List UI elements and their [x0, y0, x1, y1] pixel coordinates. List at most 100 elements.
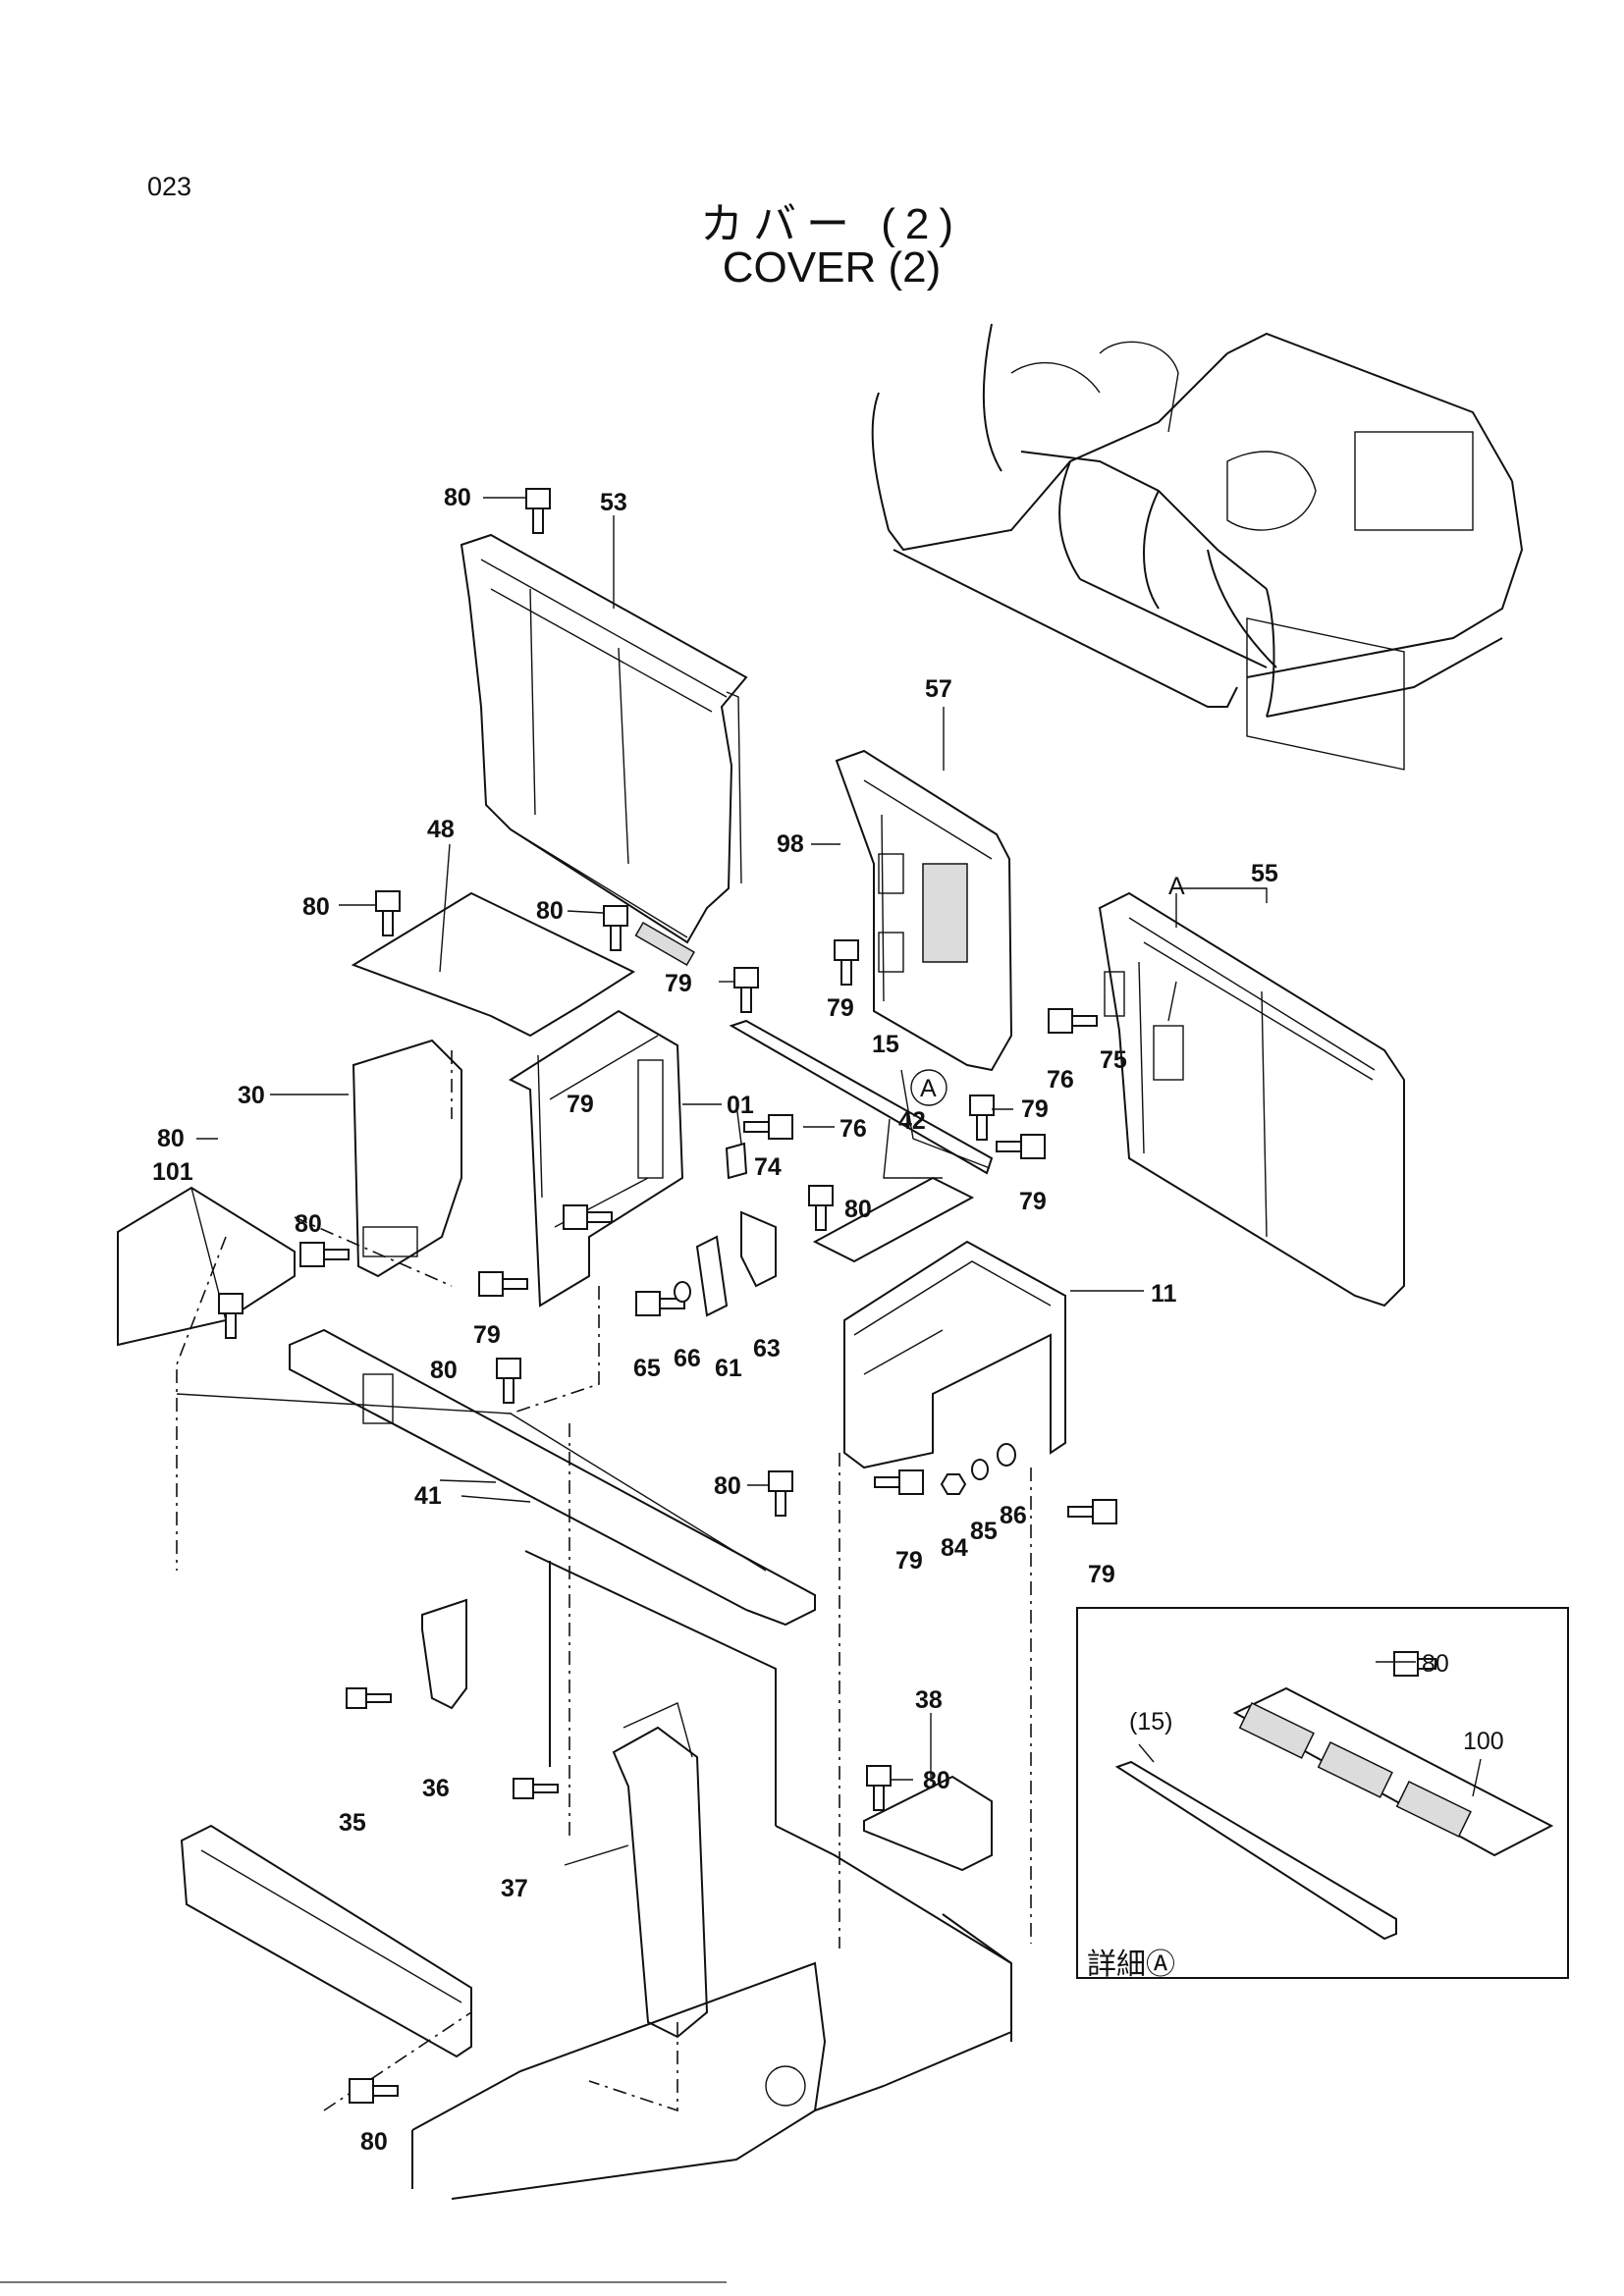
- callout-80: 80: [302, 893, 330, 921]
- callout-61: 61: [715, 1355, 742, 1382]
- bolt-79-11-top: [969, 1095, 995, 1141]
- bolt-79-57: [834, 939, 859, 986]
- part-53-top-cover: [460, 533, 748, 967]
- bolt-36: [346, 1687, 392, 1709]
- part-55-large-side-cover: [1098, 891, 1405, 1308]
- bolt-79-30: [478, 1271, 528, 1297]
- leader-lines: [196, 497, 1416, 1866]
- part-36-bracket: [421, 1598, 467, 1710]
- callout-80: 80: [295, 1210, 322, 1238]
- callout-80: 80: [360, 2128, 388, 2156]
- callout-38: 38: [915, 1686, 943, 1714]
- callout-30: 30: [238, 1082, 265, 1109]
- callout-37: 37: [501, 1875, 528, 1902]
- callout-79: 79: [1088, 1561, 1115, 1588]
- part-38-bracket: [863, 1775, 993, 1872]
- part-37-panel: [612, 1702, 709, 2039]
- callout-41: 41: [414, 1482, 442, 1510]
- callout-79: 79: [1019, 1188, 1047, 1215]
- bolt-80-41-left: [496, 1358, 521, 1404]
- washers-84-85-86: [674, 1281, 1016, 1495]
- bolt-79-15: [733, 967, 759, 1013]
- detail-marker-a: A: [910, 1069, 947, 1106]
- callout-80: 80: [430, 1357, 458, 1384]
- bolt-79-01: [563, 1204, 613, 1230]
- callout-86: 86: [1000, 1502, 1027, 1529]
- bolt-80-101: [218, 1293, 244, 1339]
- bolt-79-11-right: [996, 1134, 1046, 1159]
- callout-84: 84: [941, 1534, 968, 1562]
- part-61-bracket: [695, 1235, 729, 1317]
- bolt-79-11-lower-left: [874, 1469, 924, 1495]
- callout-80: 80: [923, 1767, 950, 1794]
- bolt-80-42: [808, 1185, 834, 1231]
- detail-a-box: [1076, 1607, 1569, 1979]
- page-title-japanese: カバー (2): [700, 200, 963, 248]
- callout-85: 85: [970, 1518, 998, 1545]
- callout-53: 53: [600, 489, 627, 516]
- part-48-plate: [351, 891, 636, 1038]
- callout-48: 48: [427, 816, 455, 843]
- part-35-base-frame: [180, 1824, 472, 2058]
- bolt-80-35: [349, 2078, 399, 2104]
- callout-57: 57: [925, 675, 952, 703]
- callout-01: 01: [727, 1092, 754, 1119]
- callout-79: 79: [1021, 1095, 1049, 1123]
- callout-80: 80: [536, 897, 564, 925]
- machine-overview-illustration: [871, 323, 1524, 771]
- footer-rule: [0, 2281, 727, 2283]
- page-title-english: COVER (2): [722, 243, 942, 292]
- callout-75: 75: [1100, 1046, 1127, 1074]
- bolt-80-detail: [1393, 1651, 1436, 1677]
- callout-80: 80: [714, 1472, 741, 1500]
- callout-80: 80: [444, 484, 471, 511]
- callout-80-detail: 80: [1422, 1650, 1449, 1678]
- callout-79: 79: [473, 1321, 501, 1349]
- callout-15: 15: [872, 1031, 899, 1058]
- callout-11: 11: [1151, 1280, 1177, 1308]
- part-30-bracket-plate: [352, 1039, 462, 1278]
- callout-79: 79: [567, 1091, 594, 1118]
- callout-100-detail: 100: [1463, 1728, 1504, 1755]
- bolt-79-11-lower-right: [1067, 1499, 1117, 1524]
- bolt-80-41-right: [768, 1470, 793, 1517]
- part-01-frame: [508, 1009, 684, 1308]
- callout-65: 65: [633, 1355, 661, 1382]
- bolt-80-top: [525, 488, 551, 534]
- bolt-76-01: [743, 1114, 793, 1140]
- callout-labels: 80 53 57 48 80 80 98 79 79 A 55 15 76 75…: [152, 484, 1504, 2156]
- detail-a-label: 詳細Ⓐ: [1087, 1949, 1175, 1981]
- callout-76: 76: [1047, 1066, 1074, 1094]
- callout-36: 36: [422, 1775, 450, 1802]
- callout-a-top: A: [1168, 873, 1185, 900]
- bolt-80-30: [299, 1242, 350, 1267]
- part-101-box: [117, 1186, 296, 1347]
- assembly-centerlines: [176, 1050, 1032, 2112]
- callout-66: 66: [674, 1345, 701, 1372]
- part-42-bracket: [812, 1176, 975, 1263]
- callout-74: 74: [754, 1153, 782, 1181]
- bolt-80-plate-left: [375, 890, 401, 936]
- callout-79: 79: [827, 994, 854, 1022]
- bolts: [218, 488, 1436, 2104]
- callout-42: 42: [898, 1107, 926, 1135]
- bolt-80-plate-right: [603, 905, 628, 951]
- callout-79: 79: [895, 1547, 923, 1575]
- part-57-side-door: [835, 749, 1013, 1072]
- callout-79: 79: [665, 970, 692, 997]
- callout-101: 101: [152, 1158, 193, 1186]
- part-15-bar: [729, 1019, 994, 1175]
- page-number: 023: [147, 172, 192, 201]
- callout-55: 55: [1251, 860, 1278, 887]
- part-63-bracket: [740, 1210, 777, 1288]
- lower-frame-outline: [411, 1550, 1012, 2200]
- bolt-65: [635, 1291, 685, 1316]
- callout-80: 80: [157, 1125, 185, 1152]
- part-74-clip: [725, 1142, 748, 1180]
- callout-76: 76: [839, 1115, 867, 1143]
- callout-80: 80: [844, 1196, 872, 1223]
- bolt-80-38: [866, 1765, 892, 1811]
- bolt-76-55: [1048, 1008, 1098, 1034]
- bolt-37: [513, 1778, 559, 1799]
